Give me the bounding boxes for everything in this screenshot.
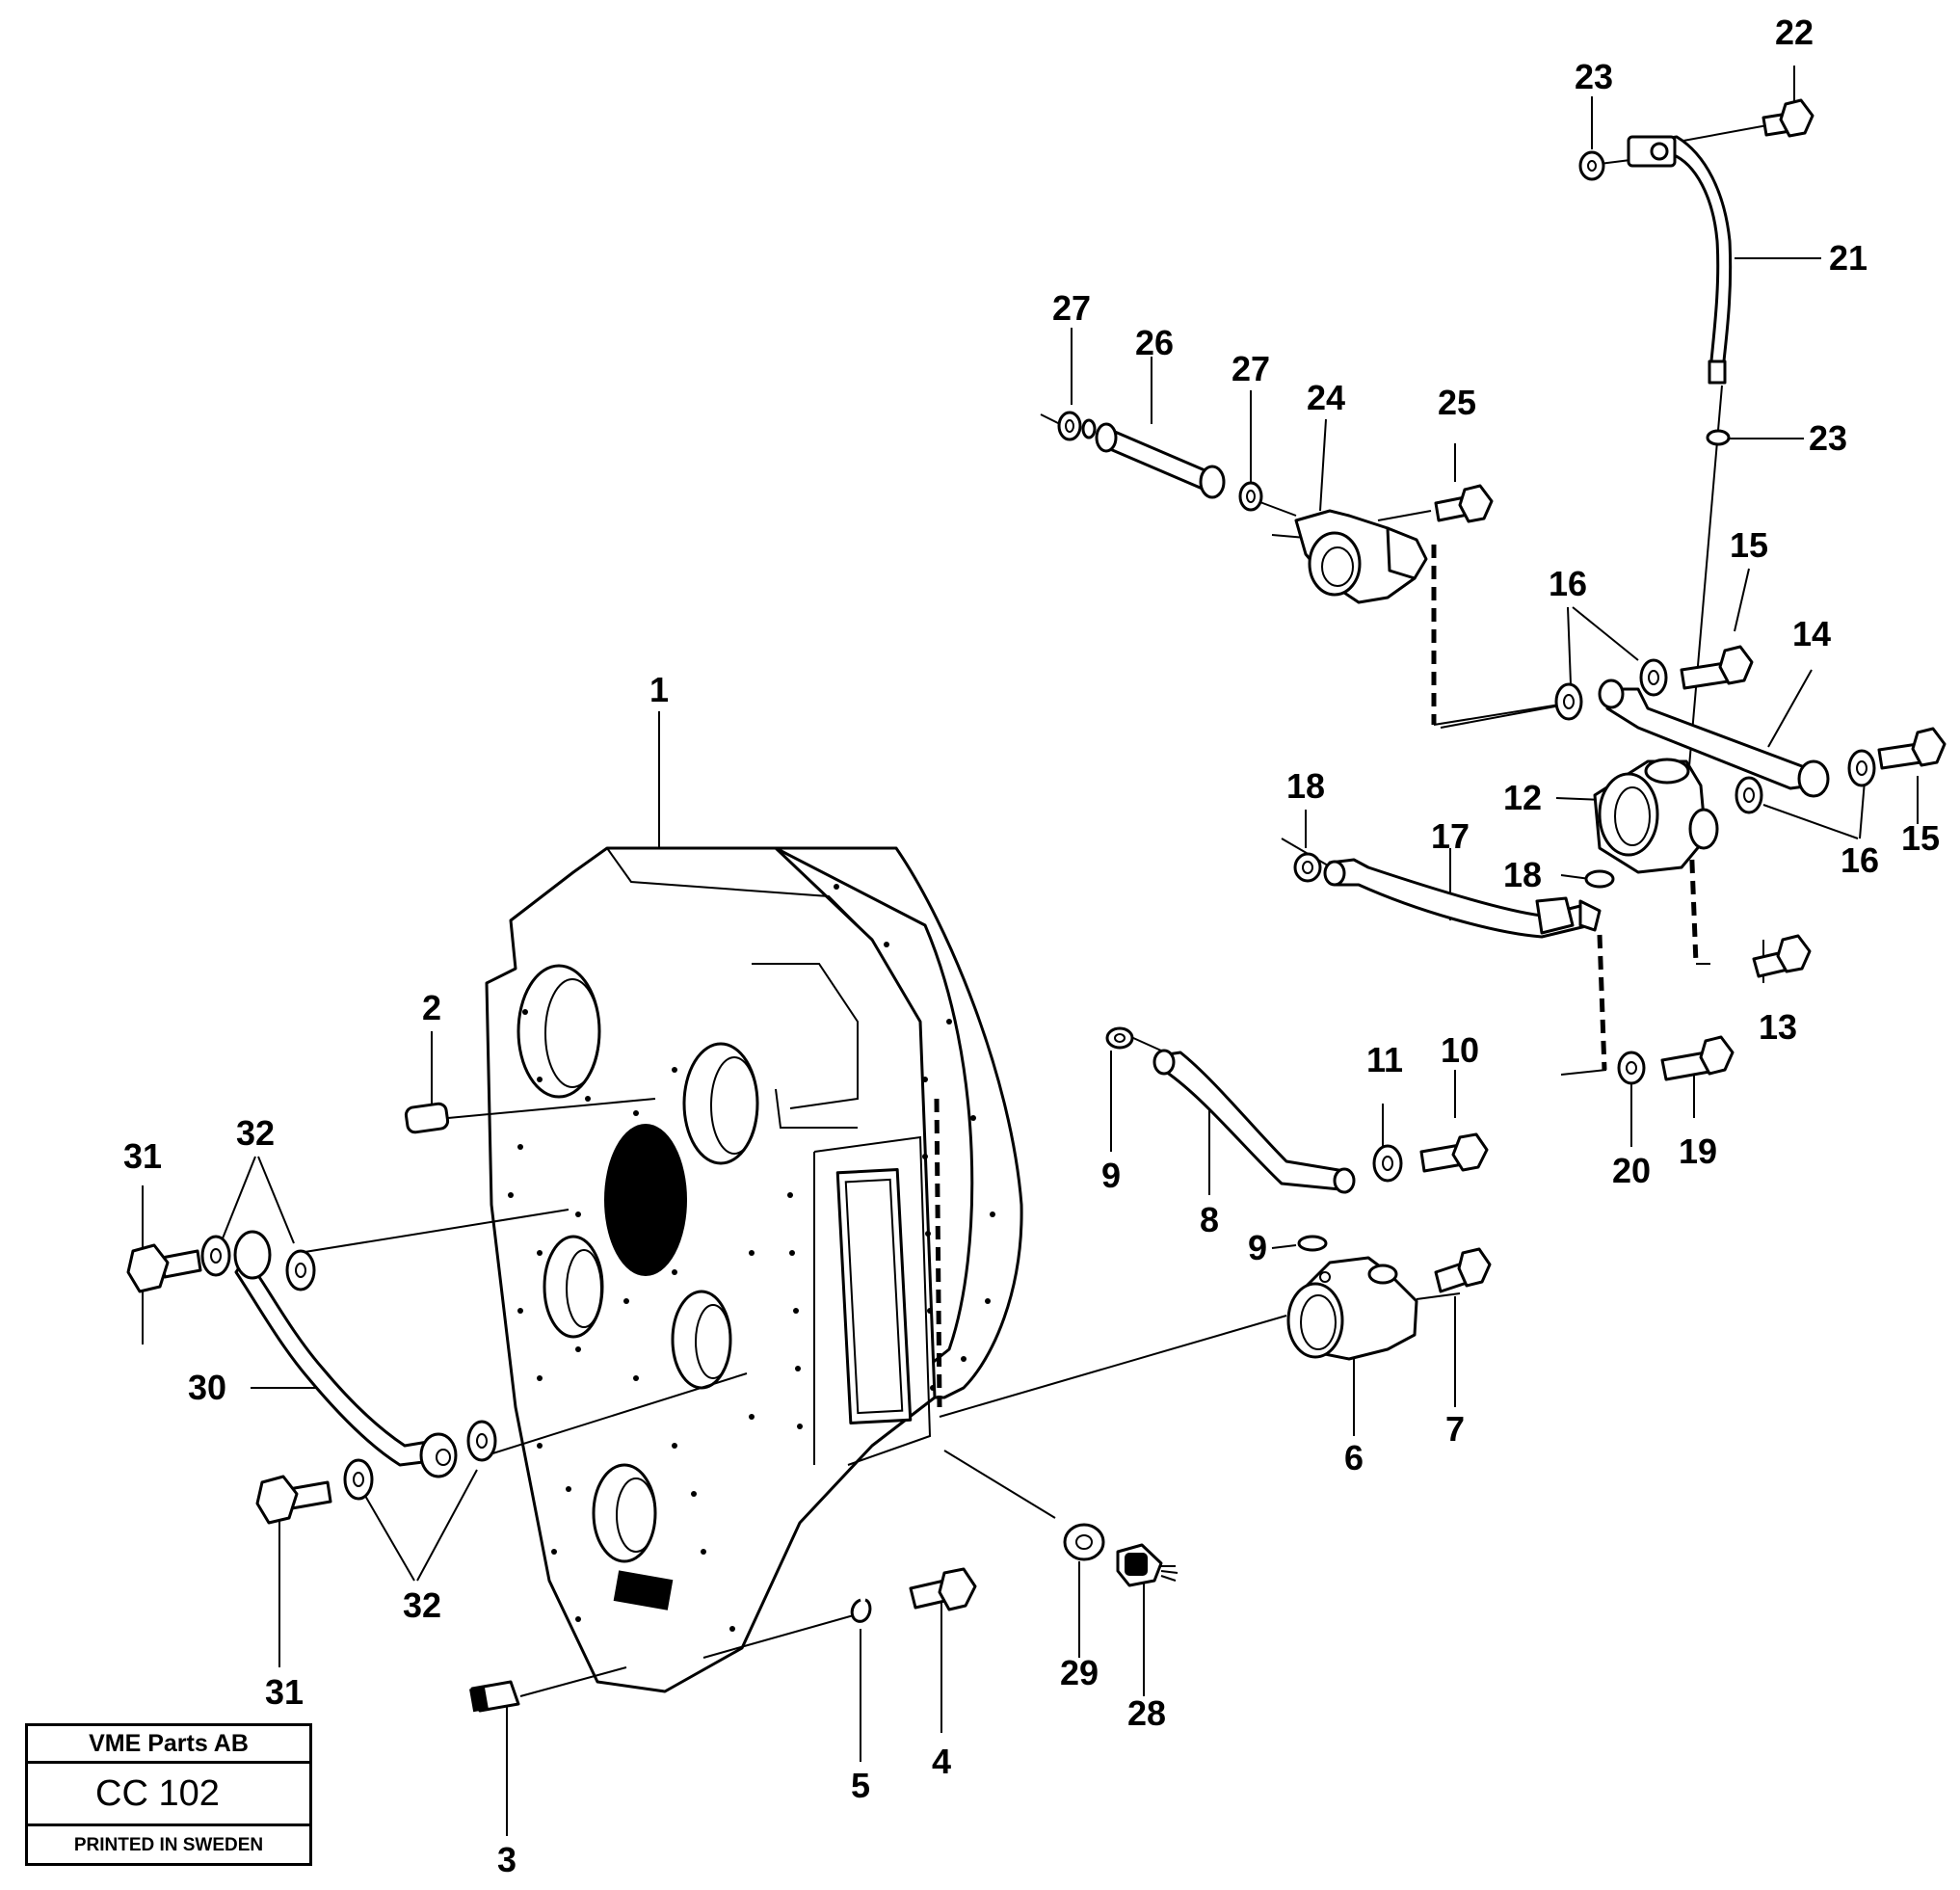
dowel-pin (404, 1102, 450, 1134)
copper-washer (1617, 1051, 1646, 1085)
banjo-bolt (1680, 645, 1947, 770)
sealing-washer (1578, 150, 1731, 446)
filter-housing (1593, 758, 1719, 874)
callout-31b: 31 (265, 1672, 304, 1712)
callout-28: 28 (1127, 1693, 1166, 1733)
callout-21: 21 (1829, 238, 1867, 278)
leader-lines (142, 66, 1919, 1836)
callout-32a: 32 (236, 1113, 275, 1153)
callout-6: 6 (1344, 1438, 1364, 1477)
callout-18a: 18 (1286, 766, 1325, 806)
callout-12: 12 (1503, 778, 1542, 817)
callout-9b: 9 (1248, 1228, 1267, 1267)
banjo-bolt (1419, 1132, 1489, 1173)
callout-23b: 23 (1809, 418, 1847, 458)
printed-note: PRINTED IN SWEDEN (73, 1835, 264, 1855)
copper-washer (1372, 1144, 1403, 1183)
callout-16a: 16 (1549, 564, 1587, 603)
callout-18b: 18 (1503, 855, 1542, 894)
callout-26: 26 (1135, 323, 1174, 362)
oil-pipe (1627, 135, 1733, 385)
callout-30: 30 (188, 1368, 226, 1407)
callout-4: 4 (932, 1742, 951, 1781)
callout-23a: 23 (1575, 57, 1613, 96)
lock-washer (850, 1598, 872, 1623)
callout-13: 13 (1759, 1007, 1797, 1047)
callout-16b: 16 (1841, 840, 1879, 880)
callout-20: 20 (1612, 1151, 1651, 1190)
o-ring (1057, 411, 1263, 512)
pipe-connection (1294, 509, 1428, 604)
callout-32b: 32 (403, 1585, 441, 1625)
callout-25: 25 (1438, 383, 1476, 422)
flange-bolt (909, 1567, 977, 1611)
callout-19: 19 (1679, 1131, 1717, 1171)
copper-washer (1554, 658, 1876, 814)
banjo-bolt (1761, 98, 1814, 138)
sealing-washer (1063, 1523, 1105, 1561)
sealing-washer (1293, 852, 1615, 889)
callout-24: 24 (1307, 378, 1345, 417)
callout-27b: 27 (1232, 349, 1270, 388)
plug (469, 1680, 520, 1713)
callout-7: 7 (1445, 1409, 1465, 1449)
callout-5: 5 (851, 1766, 870, 1805)
callout-31a: 31 (123, 1136, 162, 1176)
callout-15a: 15 (1730, 525, 1768, 565)
gear-housing-cover (485, 846, 1023, 1693)
sealing-washer (1105, 1026, 1328, 1252)
callout-2: 2 (422, 988, 441, 1027)
oil-pipe (1598, 679, 1830, 798)
callout-17: 17 (1431, 816, 1470, 856)
callout-labels: 1 2 3 4 5 6 7 8 9 9 10 11 12 13 14 15 15… (123, 13, 1940, 1879)
callout-15b: 15 (1901, 818, 1940, 858)
connection-housing (1286, 1256, 1418, 1361)
callout-10: 10 (1441, 1030, 1479, 1070)
banjo-bolt (126, 1243, 332, 1525)
title-block: VME Parts AB CC 102 PRINTED IN SWEDEN (25, 1723, 312, 1866)
temperature-sender (1116, 1543, 1179, 1587)
callout-22: 22 (1775, 13, 1814, 52)
callout-1: 1 (649, 670, 669, 709)
callout-14: 14 (1792, 614, 1831, 653)
callout-3: 3 (497, 1840, 516, 1879)
callout-8: 8 (1200, 1200, 1219, 1239)
hex-bolt (1752, 934, 1812, 978)
callout-9a: 9 (1101, 1156, 1121, 1195)
callout-29: 29 (1060, 1653, 1099, 1692)
callout-11: 11 (1366, 1040, 1403, 1079)
connector-tube (1081, 418, 1226, 499)
hex-bolt (1434, 484, 1494, 523)
diagram-code: CC 102 (28, 1764, 309, 1826)
hex-bolt (1434, 1247, 1492, 1293)
company-name: VME Parts AB (28, 1726, 309, 1764)
hex-bolt (1660, 1035, 1735, 1081)
oil-pipe (233, 1230, 458, 1478)
copper-washer (200, 1235, 497, 1501)
oil-pipe (1323, 858, 1602, 939)
callout-27a: 27 (1052, 288, 1091, 328)
oil-pipe (1152, 1049, 1356, 1194)
